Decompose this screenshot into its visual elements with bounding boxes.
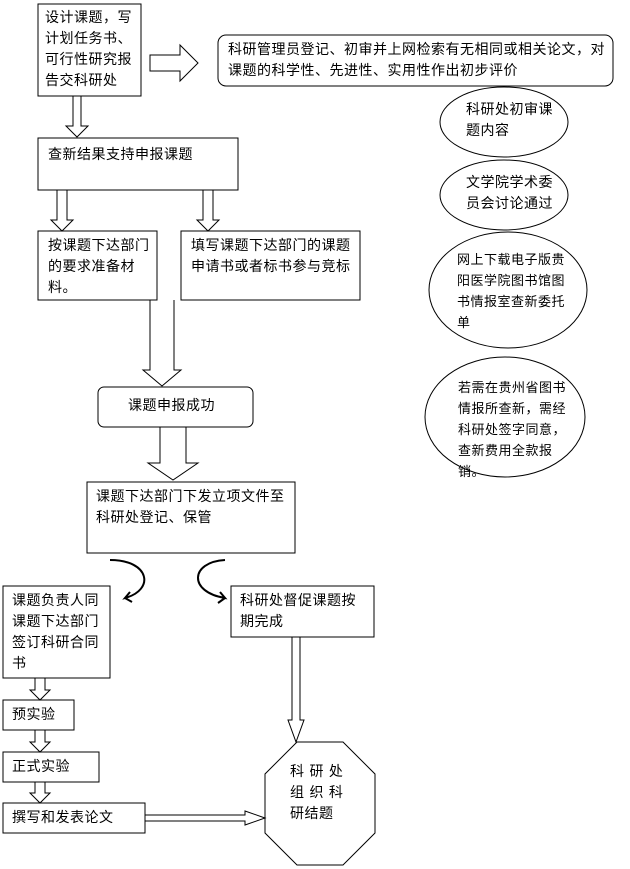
ellipse-download [428, 231, 588, 349]
octagon-conclude [264, 741, 376, 866]
text-design: 设计课题，写计划任务书、可行性研究报告交科研处 [45, 10, 132, 89]
box-filing [86, 481, 296, 554]
arrow-down-icon [28, 730, 52, 753]
arrow-merge-icon [141, 300, 183, 387]
text-fill: 填写课题下达部门的课题申请书或者标书参与竞标 [191, 238, 351, 275]
arrow-right-icon [149, 43, 199, 83]
ellipse-review [439, 86, 569, 158]
box-prepare [37, 230, 158, 301]
text-contract: 课题负责人同课题下达部门签订科研合同书 [12, 593, 99, 672]
arrow-down-icon [195, 190, 221, 232]
box-paper [2, 802, 146, 834]
text-provincial: 若需在贵州省图书情报所查新，需经科研处签字同意，查新费用全款报销。 [458, 381, 567, 480]
text-filing: 课题下达部门下发立项文件至科研处登记、保管 [96, 489, 285, 526]
box-supervise [230, 585, 375, 638]
box-register [217, 34, 614, 87]
arrow-down-icon [146, 427, 200, 481]
arrow-down-icon [64, 96, 90, 138]
arrow-right-icon [145, 810, 267, 826]
arrow-down-icon [49, 190, 75, 232]
arrow-down-icon [28, 678, 52, 701]
text-prepare: 按课题下达部门的要求准备材料。 [48, 238, 150, 296]
text-formal: 正式实验 [12, 759, 70, 775]
text-success: 课题申报成功 [128, 398, 215, 414]
text-review: 科研处初审课题内容 [466, 102, 553, 139]
box-pre [2, 699, 75, 731]
text-support: 查新结果支持申报课题 [48, 147, 193, 163]
text-supervise: 科研处督促课题按期完成 [240, 593, 356, 630]
text-conclude: 科 研 处 组 织 科 研结题 [290, 764, 344, 822]
curved-arrow-icon [109, 559, 146, 603]
box-success [97, 386, 254, 428]
text-paper: 撰写和发表论文 [12, 810, 114, 826]
box-formal [2, 751, 100, 783]
text-committee: 文学院学术委员会讨论通过 [466, 175, 553, 212]
ellipse-provincial [424, 356, 586, 478]
text-register: 科研管理员登记、初审并上网检索有无相同或相关论文，对课题的科学性、先进性、实用性… [228, 42, 605, 79]
box-fill [180, 230, 361, 301]
text-download: 网上下载电子版贵阳医学院图书馆图书情报室查新委托单 [457, 253, 566, 331]
text-pre: 预实验 [12, 707, 56, 723]
ellipse-committee [439, 159, 569, 231]
curved-arrow-icon [197, 559, 228, 604]
box-design [37, 3, 142, 97]
box-contract [2, 585, 111, 679]
arrow-down-icon [28, 782, 52, 804]
arrow-down-icon [287, 637, 305, 744]
box-support [37, 137, 239, 191]
